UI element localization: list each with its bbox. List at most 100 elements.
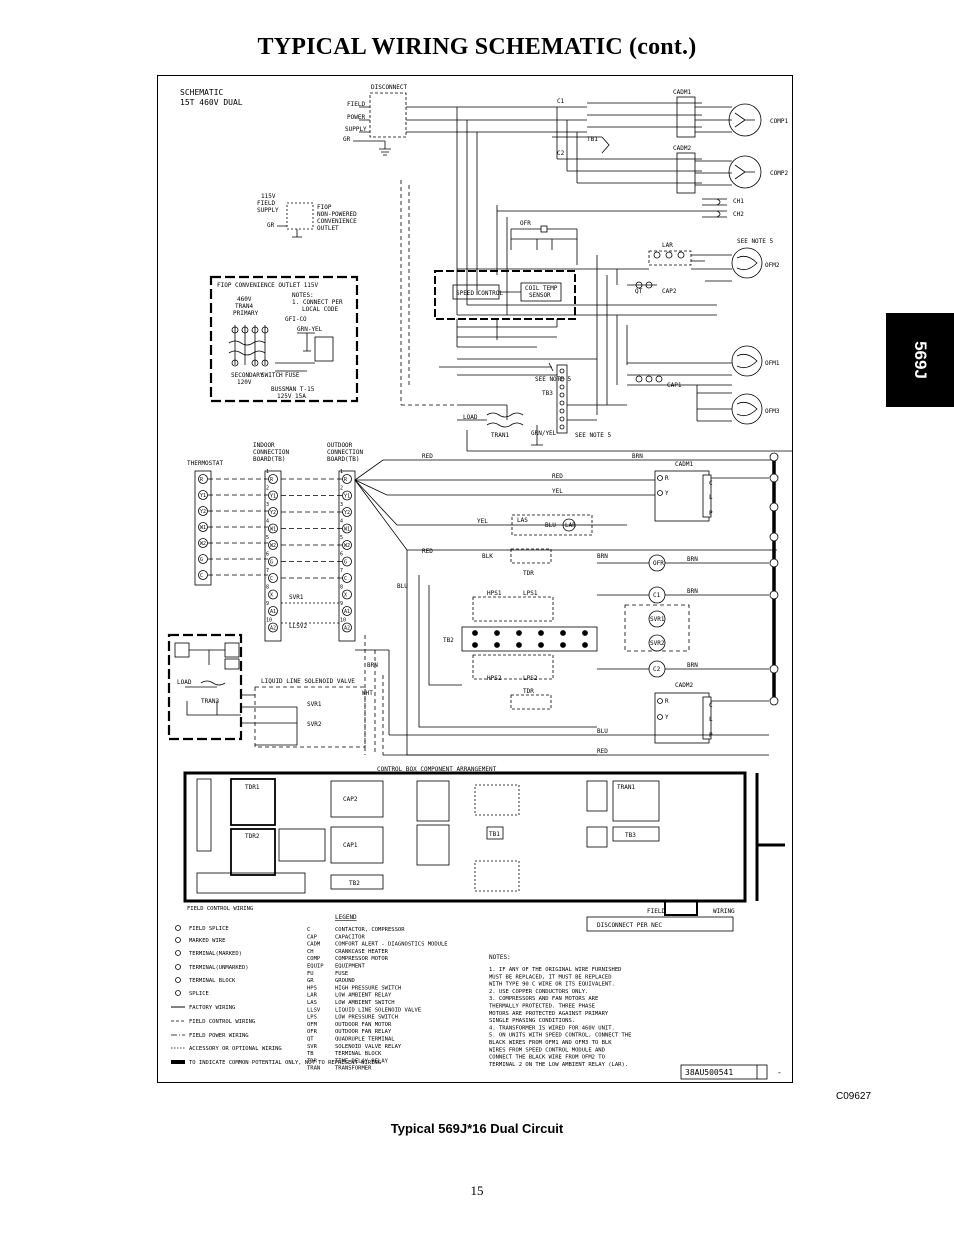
legend-abbr-desc: SOLENOID VALVE RELAY (335, 1044, 402, 1050)
cadm1-l: L (709, 494, 713, 501)
indoor-terminal-number: 5 (266, 535, 269, 541)
note-line: 5. ON UNITS WITH SPEED CONTROL, CONNECT … (489, 1033, 631, 1039)
outdoor-terminal-number: 4 (340, 519, 343, 525)
legend-symbol-label: FIELD CONTROL WIRING (187, 906, 253, 912)
outdoor-terminal-label: G (344, 560, 347, 566)
ofm3-label: OFM3 (765, 408, 780, 415)
tstat-terminal (198, 506, 208, 516)
indoor-terminal-label: A1 (270, 609, 276, 615)
wire-blu-3: BLU (597, 728, 608, 735)
crankcase-heaters: CH1 CH2 (496, 198, 744, 315)
fiop-outlet-3: CONVENIENCE (317, 218, 357, 225)
legend-abbr-code: FU (307, 971, 314, 977)
contactor-c2: C2 (557, 150, 565, 157)
hps2-label: HPS2 (487, 675, 502, 682)
wire-brn-1: BRN (632, 453, 643, 460)
cadm2-p: P (709, 732, 713, 739)
fiop-bussman: BUSSMAN T-15 (271, 386, 315, 393)
wire-brn-5: BRN (687, 662, 698, 669)
outdoor-terminal-label: C (344, 576, 347, 582)
field-wiring-2: WIRING (713, 908, 735, 915)
legend-abbr-desc: COMPRESSOR MOTOR (335, 956, 389, 962)
outdoor-terminal-number: 1 (340, 469, 343, 475)
legend-symbol-label: FIELD POWER WIRING (189, 1033, 249, 1039)
legend-symbol-label: FIELD SPLICE (189, 926, 229, 932)
fiop-switch: SWITCH (261, 372, 283, 379)
cadm2-r: R (665, 698, 669, 705)
disconnect-nec: DISCONNECT PER NEC (597, 922, 662, 929)
tb2-box: TB2 (349, 880, 360, 887)
indoor-terminal-number: 7 (266, 568, 269, 574)
cadm1-top: CADM1 (673, 89, 691, 96)
legend-symbol-label: TERMINAL BLOCK (189, 978, 236, 984)
tb2-terminal (472, 642, 478, 648)
tb2-terminal (472, 630, 478, 636)
legend-dot-symbol (175, 925, 181, 931)
gr-label-2: GR (267, 222, 275, 229)
tb2-terminal (516, 642, 522, 648)
cap2-box: CAP2 (343, 796, 358, 803)
cadm-top: CADM1 CADM2 (673, 89, 732, 194)
fiop-fuse: FUSE (285, 372, 300, 379)
notes: NOTES: 1. IF ANY OF THE ORIGINAL WIRE FU… (489, 954, 631, 1068)
right-coils: OFR C1 SVR1 SVR2 C2 BRN BRN BRN (597, 554, 769, 678)
schematic-frame (157, 75, 793, 1083)
bus-terminal (769, 696, 779, 706)
indoor-terminal (268, 523, 278, 534)
legend-abbr-desc: QUADRUPLE TERMINAL (335, 1037, 395, 1043)
outdoor-terminal (342, 507, 352, 517)
wire-yel-2: YEL (477, 518, 488, 525)
tstat-terminal (198, 522, 208, 532)
tb3-label: TB3 (542, 390, 553, 397)
legend-abbr-code: TDR (307, 1058, 318, 1064)
tstat-terminal (198, 570, 208, 580)
legend-symbol-label: TERMINAL(UNMARKED) (189, 965, 249, 971)
fiop-note-1: 1. CONNECT PER (292, 299, 343, 306)
tstat-terminal-label: Y1 (200, 493, 206, 499)
legend-symbol-label: ACCESSORY OR OPTIONAL WIRING (189, 1046, 282, 1052)
comp2-label: COMP2 (770, 170, 788, 177)
fiop-tran4: TRAN4 (235, 303, 253, 310)
speed-control-block: SPEED CONTROL COIL TEMP SENSOR (434, 270, 576, 348)
wire-red-1: RED (422, 453, 433, 460)
figure-caption: Typical 569J*16 Dual Circuit (390, 1121, 564, 1136)
tstat-terminal-label: Y2 (200, 509, 206, 515)
indoor-terminal-number: 6 (266, 552, 269, 558)
cadm1-r: R (665, 475, 669, 482)
tb2-terminal (582, 642, 588, 648)
cadm2-ctrl-label: CADM2 (675, 682, 693, 689)
speed-control-label: SPEED CONTROL (456, 290, 503, 297)
tb3-box: TB3 (625, 832, 636, 839)
legend-dot-symbol (175, 977, 181, 983)
power-wiring: C1 C2 TB1 (406, 98, 717, 316)
control-box-arrangement: CONTROL BOX COMPONENT ARRANGEMENT TDR1 T… (183, 766, 785, 903)
outdoor-terminal-label: W2 (344, 543, 350, 549)
cadm1-p: P (709, 510, 713, 517)
c2-coil: C2 (653, 666, 661, 673)
ofr-coil: OFR (653, 560, 664, 567)
legend-abbr-code: HPS (307, 985, 317, 991)
legend-symbol-label: MARKED WIRE (189, 938, 225, 944)
ch2-label: CH2 (733, 211, 744, 218)
field-wiring-1: FIELD (647, 908, 665, 915)
legend-title: LEGEND (335, 914, 357, 921)
indoor-terminal-label: W2 (270, 543, 276, 549)
drawing-number: 38AU500541 (685, 1068, 733, 1077)
indoor-terminal (268, 490, 278, 501)
wire-red-3: RED (422, 548, 433, 555)
svr1-bottom: SVR1 (307, 701, 322, 708)
lps1-label: LPS1 (523, 590, 538, 597)
ground-label: GR (343, 136, 351, 143)
indoor-terminal-label: A2 (270, 626, 276, 632)
tb2-terminal (538, 642, 544, 648)
legend-abbr-code: CADM (307, 942, 321, 948)
fiop-rating: 125V 15A (277, 393, 306, 400)
tstat-terminal (198, 554, 208, 564)
note-line: 4. TRANSFORMER IS WIRED FOR 460V UNIT. (489, 1025, 615, 1031)
see-note5-mid: SEE NOTE 5 (535, 376, 572, 383)
note-line: 3. COMPRESSORS AND FAN MOTORS ARE (489, 996, 598, 1002)
indoor-terminal-number: 3 (266, 502, 269, 508)
tb2-terminal (582, 630, 588, 636)
indoor-terminal-label: Y1 (270, 494, 276, 500)
